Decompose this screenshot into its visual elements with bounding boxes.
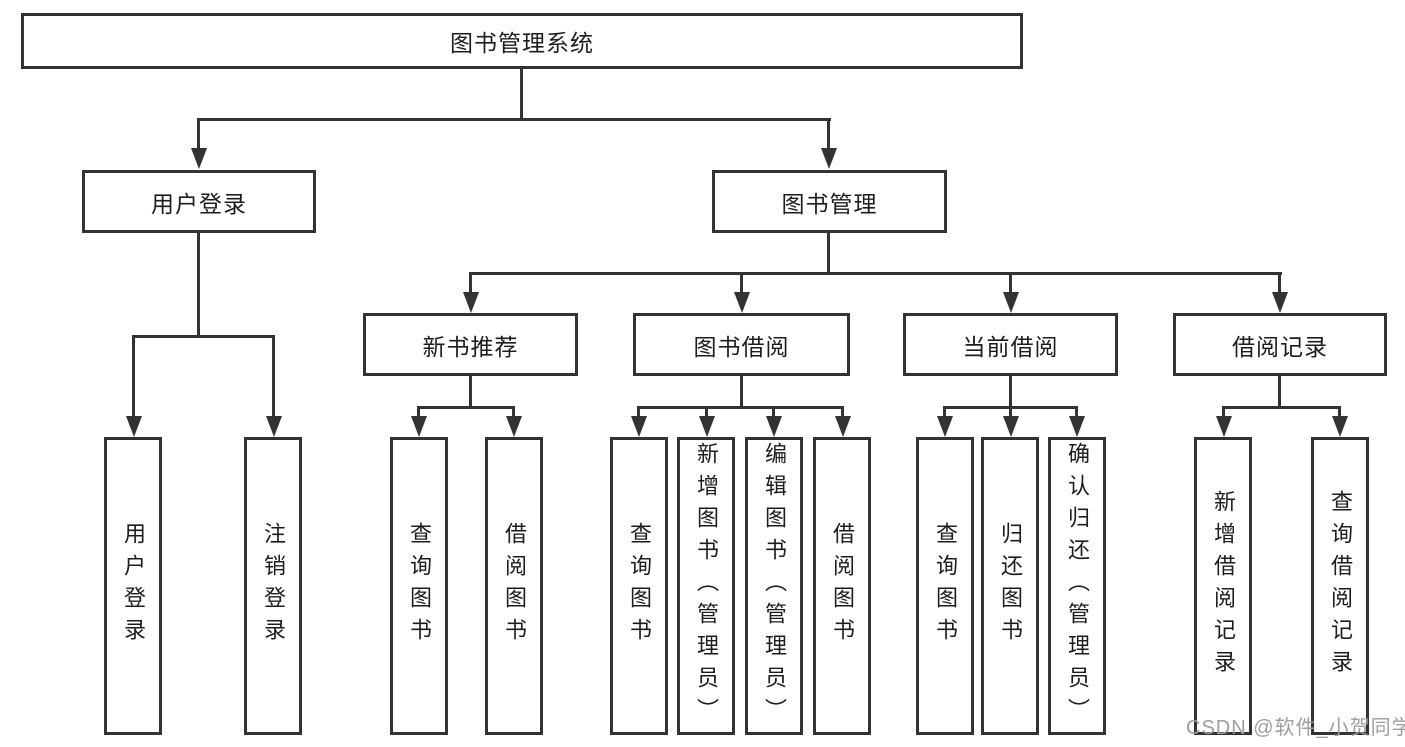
arrow-down-icon bbox=[1272, 292, 1288, 313]
leaf-query-books-recommend: 查询图书 bbox=[390, 437, 448, 735]
connector-leaf-stem bbox=[1009, 406, 1012, 417]
leaf-query-books-current: 查询图书 bbox=[916, 437, 974, 735]
connector-user-login-split bbox=[132, 335, 275, 338]
leaf-add-borrow-record: 新增借阅记录 bbox=[1194, 437, 1252, 735]
leaf-logout: 注销登录 bbox=[244, 437, 302, 735]
connector-records-split bbox=[1222, 406, 1341, 409]
node-book-management: 图书管理 bbox=[712, 170, 947, 233]
leaf-add-book-admin: 新增图书（管理员） bbox=[677, 437, 735, 735]
arrow-down-icon bbox=[1003, 416, 1019, 437]
connector-to-user-login bbox=[197, 118, 200, 150]
arrow-down-icon bbox=[1069, 416, 1085, 437]
node-borrowing-records: 借阅记录 bbox=[1173, 313, 1387, 376]
leaf-user-login: 用户登录 bbox=[104, 437, 162, 735]
connector-leaf-stem bbox=[841, 406, 844, 417]
connector-to-borrowing-records bbox=[1278, 272, 1281, 293]
connector-leaf-stem bbox=[943, 406, 946, 417]
arrow-down-icon bbox=[126, 416, 142, 437]
leaf-borrow-books-borrowing: 借阅图书 bbox=[813, 437, 871, 735]
leaf-query-borrow-record: 查询借阅记录 bbox=[1311, 437, 1369, 735]
node-new-book-recommendation: 新书推荐 bbox=[363, 313, 578, 376]
connector-leaf-stem bbox=[1222, 406, 1225, 417]
connector-to-book-borrowing bbox=[740, 272, 743, 293]
connector-book-management-stem bbox=[827, 233, 830, 272]
node-library-management-system: 图书管理系统 bbox=[21, 13, 1023, 69]
leaf-confirm-return-admin: 确认归还（管理员） bbox=[1048, 437, 1106, 735]
leaf-borrow-books-recommend: 借阅图书 bbox=[485, 437, 543, 735]
connector-user-login-stem bbox=[197, 233, 200, 335]
connector-recommendation-split bbox=[417, 406, 515, 409]
arrow-down-icon bbox=[821, 148, 837, 169]
arrow-down-icon bbox=[631, 416, 647, 437]
connector-leaf-stem bbox=[1338, 406, 1341, 417]
connector-borrowing-stem bbox=[740, 376, 743, 406]
connector-book-management-split bbox=[469, 272, 1282, 275]
connector-leaf-stem bbox=[512, 406, 515, 417]
connector-current-stem bbox=[1009, 376, 1012, 406]
node-current-borrowing: 当前借阅 bbox=[903, 313, 1118, 376]
connector-leaf-stem bbox=[1075, 406, 1078, 417]
arrow-down-icon bbox=[266, 416, 282, 437]
connector-to-current-borrowing bbox=[1009, 272, 1012, 293]
arrow-down-icon bbox=[699, 416, 715, 437]
arrow-down-icon bbox=[1216, 416, 1232, 437]
connector-to-book-management bbox=[827, 118, 830, 150]
connector-root-split bbox=[197, 118, 831, 121]
connector-leaf-stem bbox=[772, 406, 775, 417]
arrow-down-icon bbox=[1003, 292, 1019, 313]
arrow-down-icon bbox=[463, 292, 479, 313]
connector-leaf-stem bbox=[417, 406, 420, 417]
connector-recommendation-stem bbox=[469, 376, 472, 406]
connector-leaf-stem bbox=[705, 406, 708, 417]
arrow-down-icon bbox=[1332, 416, 1348, 437]
leaf-query-books-borrowing: 查询图书 bbox=[610, 437, 668, 735]
connector-leaf-stem bbox=[637, 406, 640, 417]
watermark: CSDN @软件_小贺同学 bbox=[1186, 717, 1405, 739]
connector-to-new-book-recommendation bbox=[469, 272, 472, 293]
arrow-down-icon bbox=[835, 416, 851, 437]
arrow-down-icon bbox=[191, 148, 207, 169]
arrow-down-icon bbox=[506, 416, 522, 437]
connector-records-stem bbox=[1278, 376, 1281, 406]
arrow-down-icon bbox=[734, 292, 750, 313]
leaf-edit-book-admin: 编辑图书（管理员） bbox=[745, 437, 803, 735]
connector-to-leaf-logout bbox=[272, 335, 275, 417]
leaf-return-books: 归还图书 bbox=[981, 437, 1039, 735]
node-book-borrowing: 图书借阅 bbox=[633, 313, 850, 376]
arrow-down-icon bbox=[766, 416, 782, 437]
connector-to-leaf-user-login bbox=[132, 335, 135, 417]
connector-borrowing-split bbox=[637, 406, 844, 409]
arrow-down-icon bbox=[411, 416, 427, 437]
connector-root-stem bbox=[520, 69, 523, 118]
node-user-login: 用户登录 bbox=[82, 170, 316, 233]
arrow-down-icon bbox=[937, 416, 953, 437]
